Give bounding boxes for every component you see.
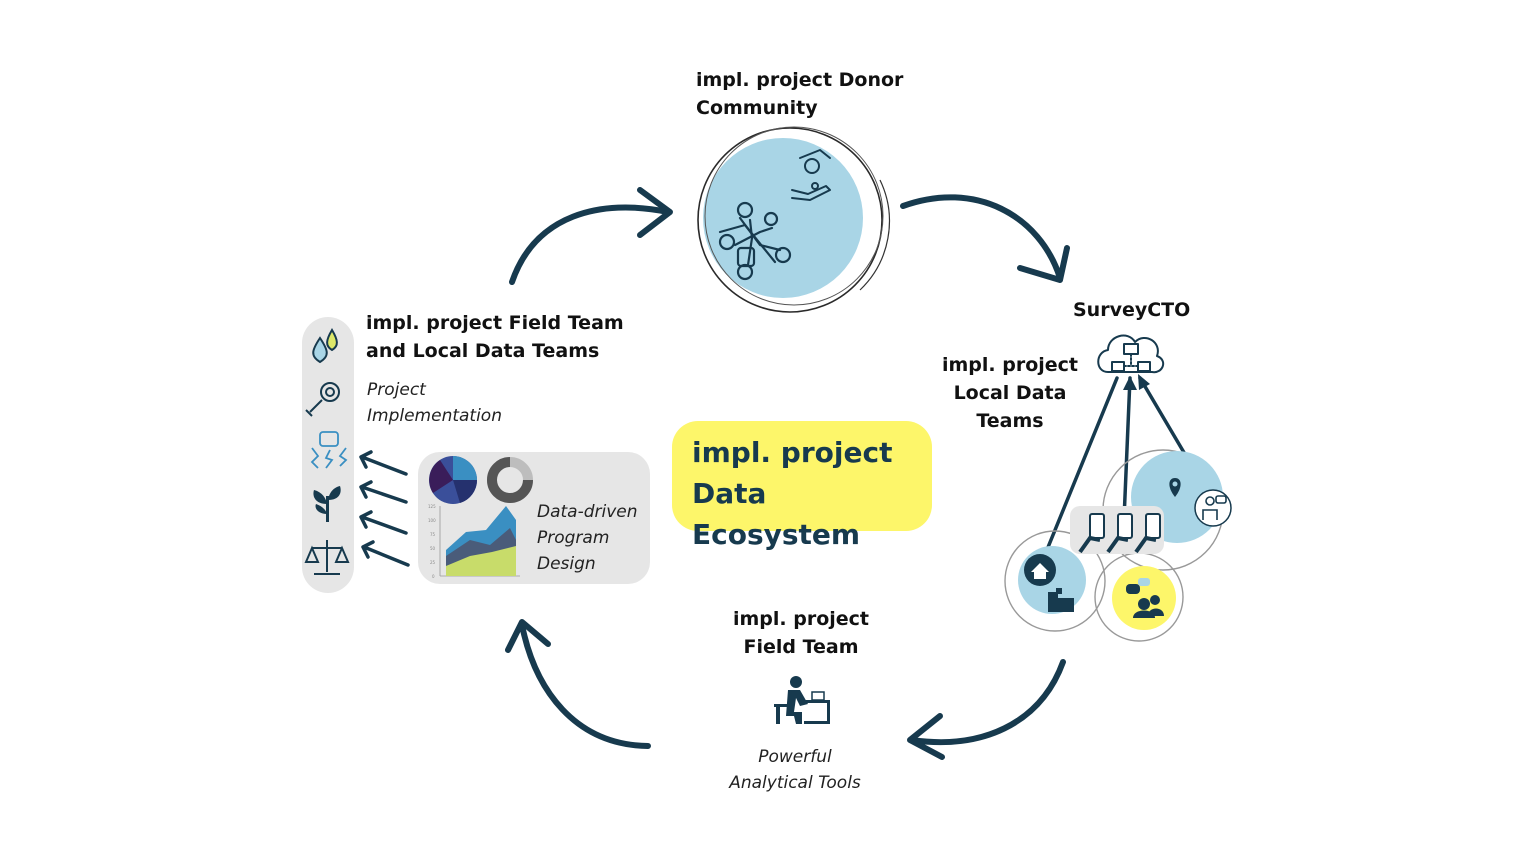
scales-icon — [304, 540, 350, 575]
field-team-left-subtitle: Project Implementation — [367, 377, 567, 429]
field-team-left-subtitle-line2: Implementation — [367, 406, 502, 426]
data-panel-label: Data-driven Program Design — [537, 499, 647, 577]
local-teams-line1: impl. project — [941, 354, 1079, 376]
field-team-left-title: impl. project Field Team and Local Data … — [366, 309, 626, 365]
svg-text:50: 50 — [430, 546, 436, 551]
surveycto-title: SurveyCTO — [1073, 299, 1191, 321]
field-team-bottom-title-line1: impl. project — [732, 608, 870, 630]
hand-coin-icon — [791, 149, 831, 201]
svg-text:100: 100 — [428, 518, 436, 523]
center-title-line2: Data Ecosystem — [692, 477, 861, 551]
svg-text:125: 125 — [428, 504, 436, 509]
donor-title: impl. project Donor Community — [696, 66, 916, 122]
field-team-left-subtitle-line1: Project — [367, 380, 426, 400]
cloud-network-icon — [1097, 334, 1165, 374]
gear-wrench-icon — [305, 382, 340, 417]
local-teams-label: impl. project Local Data Teams — [940, 351, 1080, 435]
team-huddle-icon — [718, 201, 792, 281]
donor-circle — [697, 126, 890, 313]
field-team-bottom-title: impl. project Field Team — [720, 605, 882, 661]
local-teams-line3: Teams — [976, 410, 1044, 432]
chat-people-icon — [1126, 578, 1164, 618]
field-team-bottom-subtitle-line2: Analytical Tools — [729, 773, 861, 793]
location-pin-icon — [1169, 478, 1181, 497]
donor-title-line2: Community — [696, 97, 818, 119]
field-team-left-title-line1: impl. project Field Team — [366, 312, 624, 334]
center-title: impl. project Data Ecosystem — [692, 432, 932, 555]
area-chart-icon: 125 100 75 50 25 0 — [428, 504, 520, 579]
person-chat-icon — [1202, 495, 1227, 520]
local-circles-cluster — [1004, 449, 1232, 642]
donor-title-line1: impl. project Donor — [696, 69, 904, 91]
field-team-left-title-line2: and Local Data Teams — [366, 340, 600, 362]
fist-lightning-icon — [310, 431, 348, 469]
center-title-line1: impl. project — [692, 436, 893, 469]
cycle-arrow-top-left — [509, 187, 673, 285]
data-panel-line2: Program — [537, 528, 610, 548]
donut-chart-icon — [487, 457, 533, 503]
feedback-arrows — [359, 450, 410, 567]
network-line-arrowheads — [1123, 374, 1150, 390]
field-team-bottom-title-line2: Field Team — [743, 636, 859, 658]
data-panel-line3: Design — [537, 554, 596, 574]
svg-text:75: 75 — [430, 532, 436, 537]
cycle-arrow-top-right — [900, 194, 1070, 283]
water-drops-icon — [312, 328, 338, 364]
svg-text:0: 0 — [432, 574, 435, 579]
field-team-bottom-subtitle-line1: Powerful — [758, 747, 832, 767]
house-icon — [1024, 554, 1056, 586]
person-at-desk-icon — [774, 676, 830, 724]
field-team-bottom-subtitle: Powerful Analytical Tools — [715, 744, 875, 796]
data-panel-line1: Data-driven — [537, 502, 638, 522]
svg-text:25: 25 — [430, 560, 436, 565]
buildings-icon — [1048, 588, 1074, 612]
phone-hand-icon — [1078, 513, 1161, 554]
center-box — [672, 421, 932, 531]
pie-chart-icon — [429, 456, 478, 504]
local-teams-line2: Local Data — [953, 382, 1067, 404]
plant-icon — [313, 486, 341, 522]
cycle-arrow-bottom-left — [505, 619, 651, 749]
cycle-arrow-bottom-right — [907, 659, 1066, 760]
